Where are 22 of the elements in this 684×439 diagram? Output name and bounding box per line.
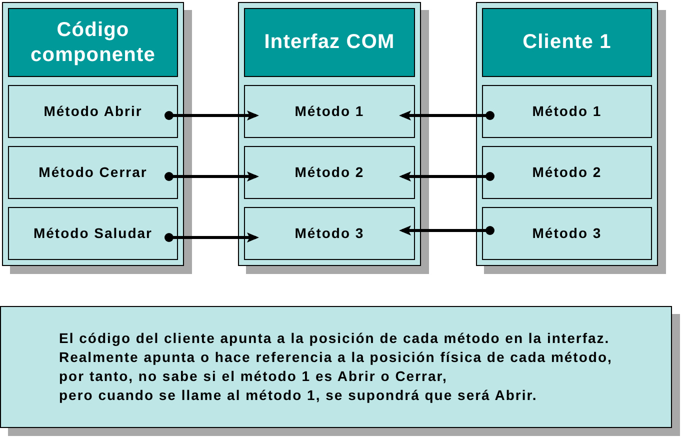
method-box: Método Saludar	[8, 207, 178, 260]
method-box: Método 2	[244, 146, 415, 199]
note-text: El código del cliente apunta a la posición de cada método en la interfaz.	[59, 329, 610, 348]
method-box: Método 1	[482, 85, 652, 138]
arrow	[164, 110, 259, 120]
column-heading: Código componente	[8, 8, 178, 77]
arrow	[399, 110, 494, 120]
arrow	[399, 226, 494, 236]
arrow	[399, 172, 494, 182]
note-text: pero cuando se llame al método 1, se supondrá que será Abrir.	[59, 386, 538, 405]
arrow	[164, 232, 259, 242]
arrow	[164, 172, 259, 182]
column-heading: Interfaz COM	[244, 8, 415, 77]
note-text: por tanto, no sabe si el método 1 es Abrir o Cerrar,	[59, 367, 448, 386]
note-text: Realmente apunta o hace referencia a la posición física de cada método,	[59, 348, 612, 367]
method-box: Método Abrir	[8, 85, 178, 138]
column-heading: Cliente 1	[482, 8, 652, 77]
method-box: Método 2	[482, 146, 652, 199]
method-box: Método 1	[244, 85, 415, 138]
method-box: Método 3	[482, 207, 652, 260]
method-box: Método 3	[244, 207, 415, 260]
method-box: Método Cerrar	[8, 146, 178, 199]
